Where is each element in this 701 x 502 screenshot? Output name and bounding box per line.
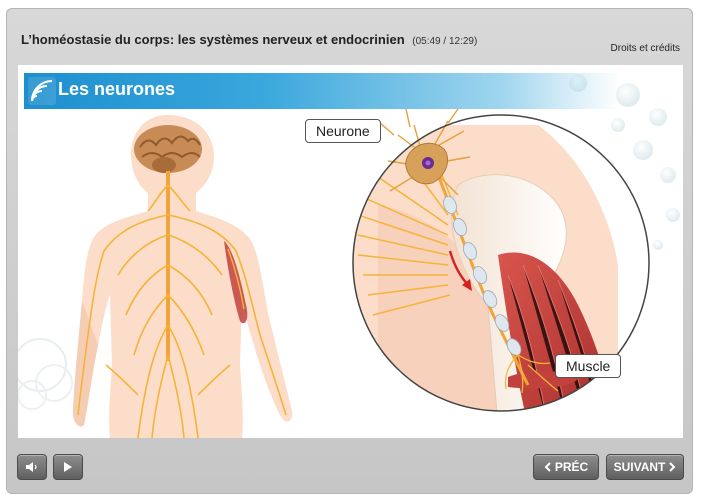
label-muscle: Muscle	[555, 354, 622, 378]
zoom-detail	[353, 115, 649, 411]
play-button[interactable]	[53, 454, 83, 480]
logo-waves-icon	[28, 77, 56, 105]
lesson-title-text: L’homéostasie du corps: les systèmes ner…	[21, 32, 405, 47]
neuron-cell	[379, 108, 471, 196]
lesson-title: L’homéostasie du corps: les systèmes ner…	[21, 32, 477, 47]
player-header: L’homéostasie du corps: les systèmes ner…	[7, 9, 692, 65]
next-button[interactable]: SUIVANT	[606, 454, 684, 480]
slide-stage: Les neurones	[18, 65, 683, 438]
body-figure	[72, 115, 293, 438]
prev-button[interactable]: PRÉC	[533, 454, 599, 480]
credits-link[interactable]: Droits et crédits	[610, 43, 680, 54]
chevron-right-icon	[669, 462, 676, 472]
timecode: (05:49 / 12:29)	[412, 36, 478, 47]
play-icon	[64, 462, 72, 472]
sound-button[interactable]	[17, 454, 47, 480]
slide-title: Les neurones	[58, 79, 176, 99]
label-neurone: Neurone	[305, 119, 381, 143]
media-player: L’homéostasie du corps: les systèmes ner…	[6, 8, 693, 494]
next-label: SUIVANT	[613, 460, 666, 474]
chevron-left-icon	[544, 462, 551, 472]
speaker-icon	[26, 462, 37, 472]
prev-label: PRÉC	[554, 460, 589, 474]
slide-title-banner: Les neurones	[24, 73, 620, 109]
player-controls: PRÉC SUIVANT	[7, 445, 692, 495]
neuron-illustration	[72, 108, 650, 438]
